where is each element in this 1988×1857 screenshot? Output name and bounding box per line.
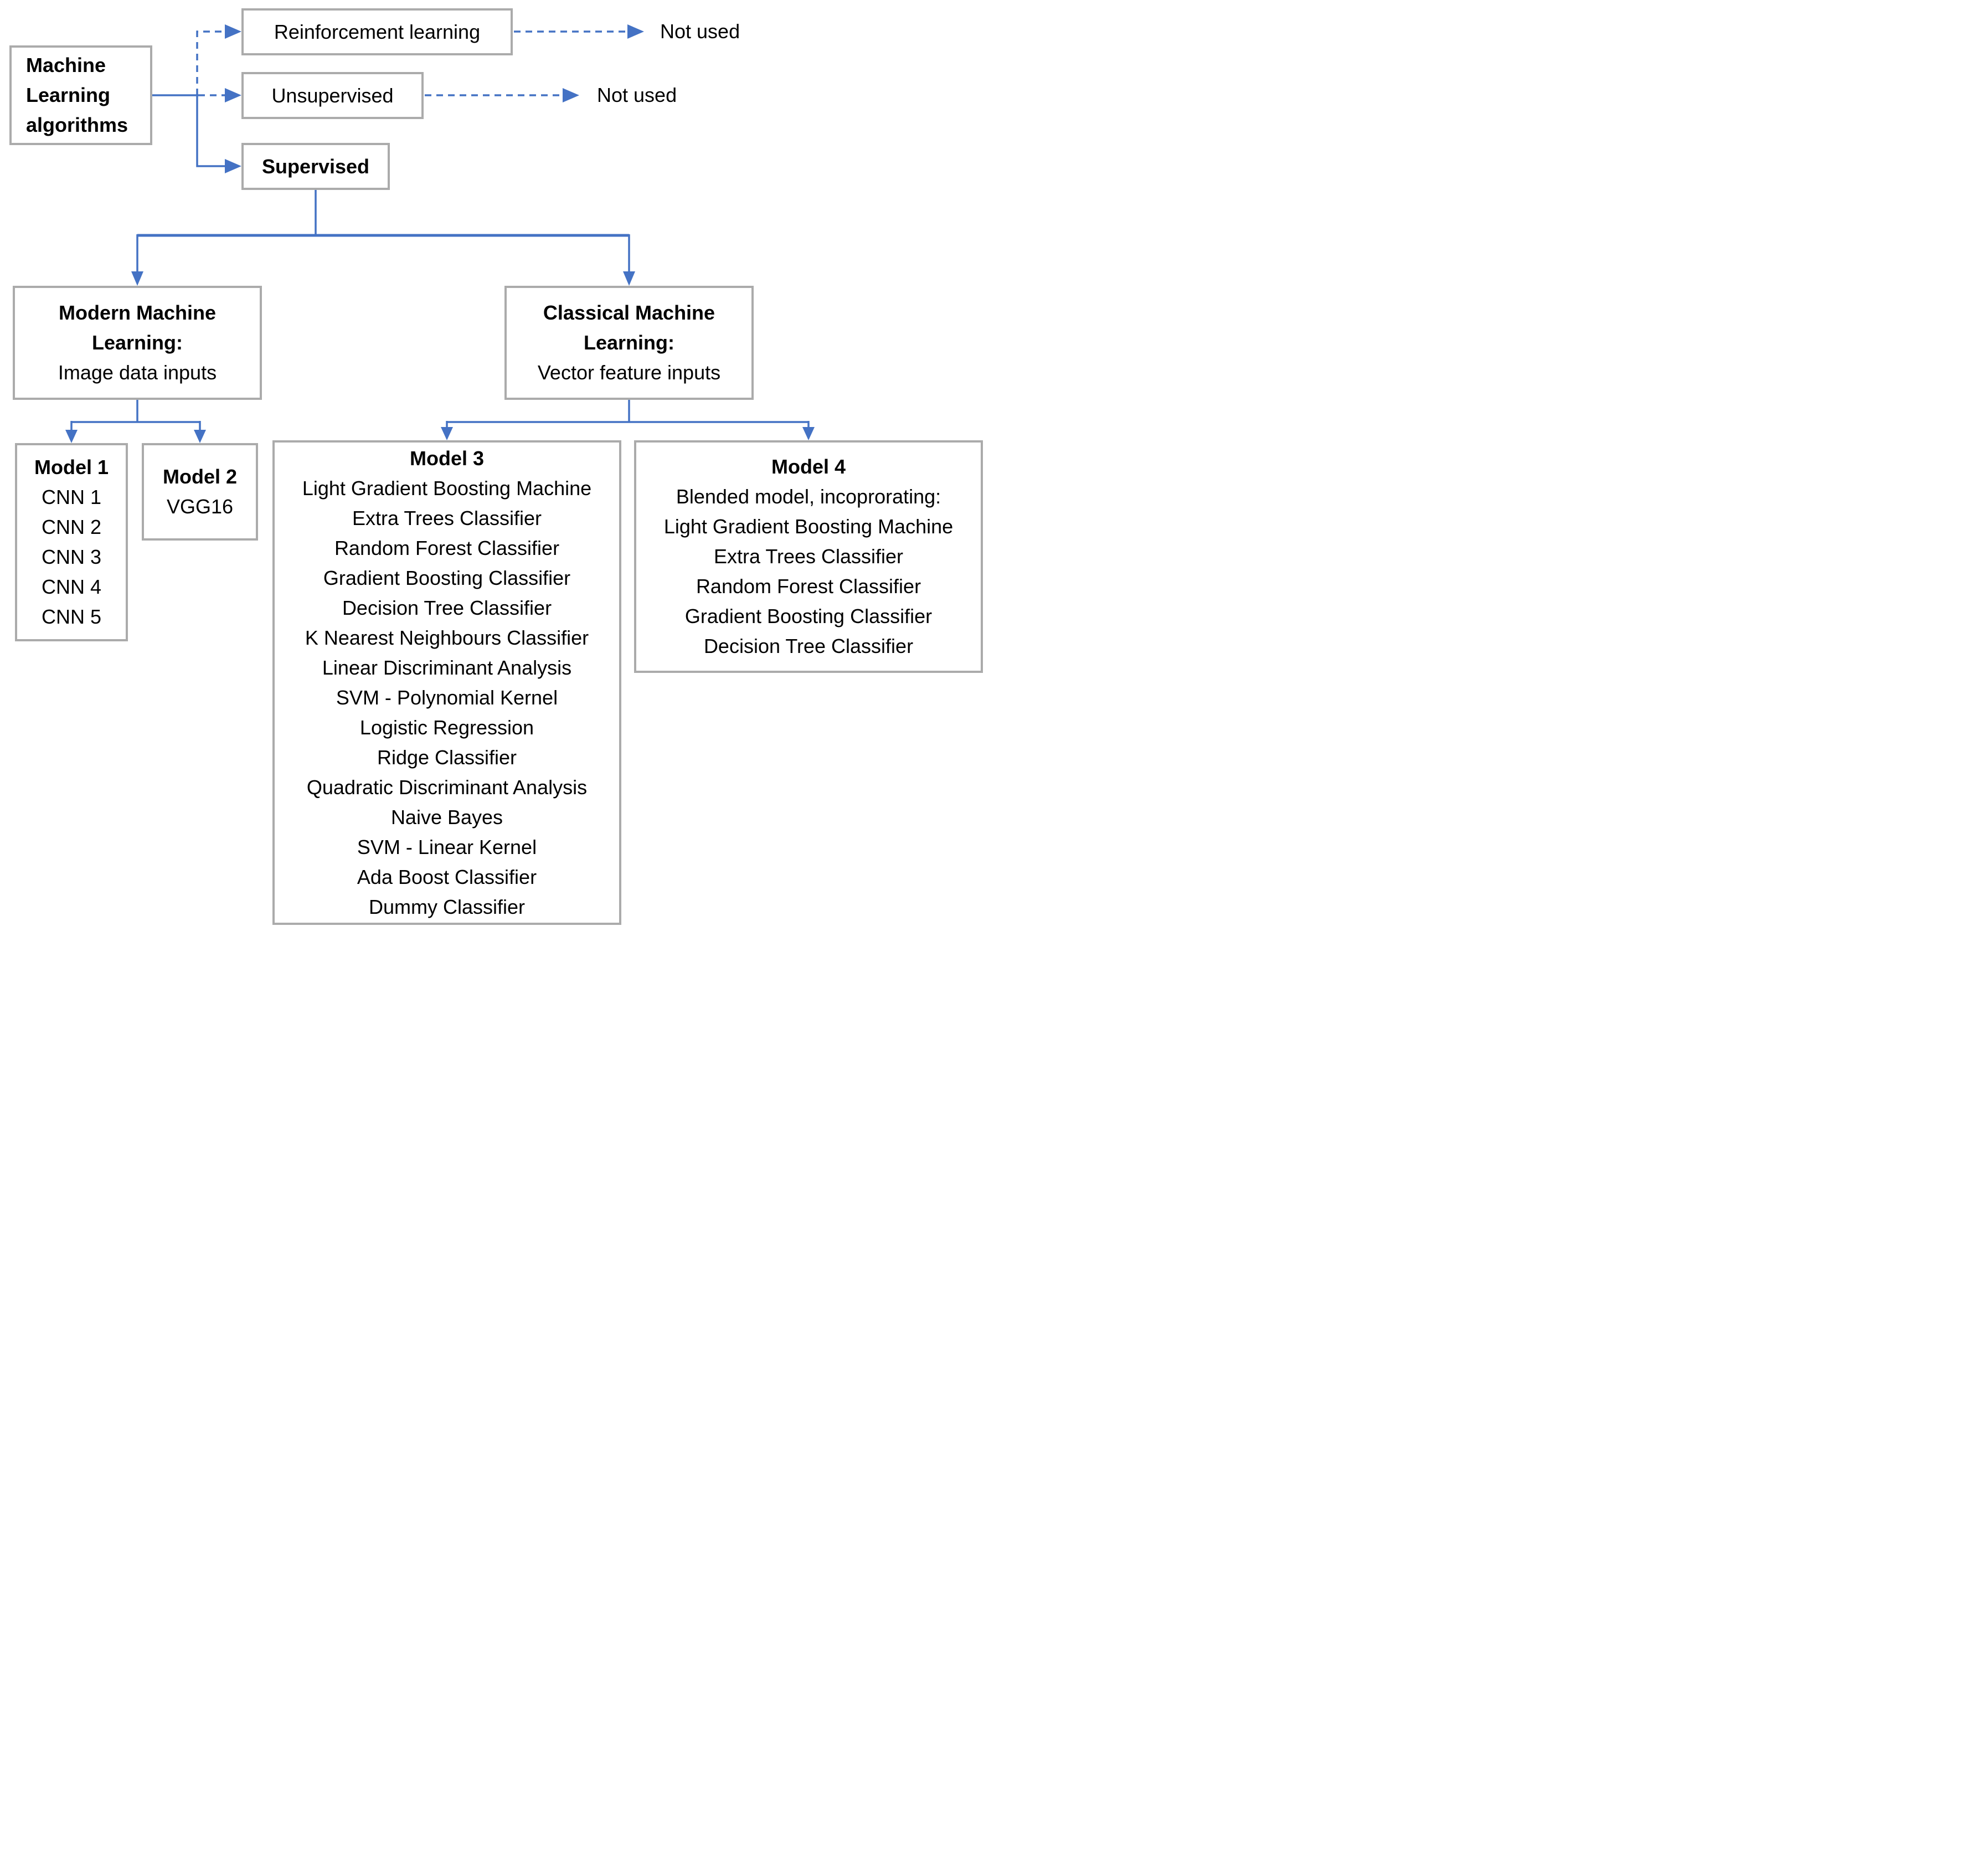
unsupervised-not-used-label: Not used	[597, 84, 677, 106]
ml-algorithms-flowchart: Machine Learning algorithms Reinforcemen…	[0, 0, 994, 929]
list-item: Ada Boost Classifier	[357, 865, 537, 888]
node-classical-machine-learning: Classical Machine Learning: Vector featu…	[504, 286, 754, 400]
unsupervised-label: Unsupervised	[271, 84, 394, 107]
list-item: CNN 2	[41, 516, 102, 538]
reinforcement-not-used-label: Not used	[660, 20, 740, 43]
edge-root-to-supervised	[196, 94, 241, 173]
reinforcement-learning-label: Reinforcement learning	[274, 20, 481, 43]
list-item: CNN 1	[41, 486, 102, 508]
list-item: Logistic Regression	[359, 716, 534, 739]
node-supervised: Supervised	[241, 143, 390, 190]
list-item: Extra Trees Classifier	[713, 545, 904, 568]
node-model-4: Model 4 Blended model, incoprorating: Lig…	[634, 440, 983, 673]
model-1-title: Model 1	[34, 456, 109, 479]
edge-reinforcement-to-not-used	[514, 24, 644, 39]
supervised-label: Supervised	[261, 155, 370, 178]
node-model-1: Model 1 CNN 1 CNN 2 CNN 3 CNN 4 CNN 5	[15, 443, 128, 641]
model-2-title: Model 2	[162, 465, 237, 488]
modern-ml-title: Modern Machine Learning:	[58, 301, 217, 354]
list-item: Extra Trees Classifier	[352, 506, 542, 529]
modern-ml-subtitle: Image data inputs	[58, 361, 217, 384]
edge-root-to-unsupervised	[198, 88, 241, 102]
list-item: CNN 4	[41, 575, 102, 598]
arrowhead	[225, 88, 241, 102]
arrowhead	[563, 88, 579, 102]
list-item: Gradient Boosting Classifier	[323, 566, 571, 589]
model-2-items: VGG16	[144, 492, 256, 522]
node-model-2: Model 2 VGG16	[142, 443, 258, 541]
arrowhead	[194, 430, 206, 443]
list-item: Light Gradient Boosting Machine	[663, 515, 954, 538]
list-item: CNN 5	[41, 605, 102, 628]
node-modern-machine-learning: Modern Machine Learning: Image data inpu…	[13, 286, 262, 400]
arrowhead	[225, 159, 241, 173]
list-item: Decision Tree Classifier	[342, 596, 552, 619]
connector-layer	[65, 24, 815, 443]
list-item: Ridge Classifier	[377, 745, 517, 769]
edge-modern-to-models	[65, 400, 206, 443]
list-item: Quadratic Discriminant Analysis	[306, 775, 588, 799]
list-item: Blended model, incoprorating:	[676, 485, 941, 508]
list-item: Random Forest Classifier	[696, 575, 921, 598]
edge-unsupervised-to-not-used	[425, 88, 579, 102]
classical-ml-title: Classical Machine Learning:	[543, 301, 715, 354]
list-item: Random Forest Classifier	[334, 536, 560, 559]
model-4-items: Blended model, incoprorating: Light Gradi…	[636, 482, 981, 661]
arrowhead	[802, 427, 815, 440]
arrowhead	[131, 271, 143, 286]
model-4-title: Model 4	[771, 455, 846, 478]
arrowhead	[627, 24, 644, 39]
list-item: K Nearest Neighbours Classifier	[305, 626, 589, 649]
edge-classical-to-models	[441, 400, 815, 440]
list-item: Dummy Classifier	[368, 895, 526, 918]
edge-root-to-reinforcement	[196, 24, 241, 95]
node-unsupervised: Unsupervised	[241, 72, 424, 119]
list-item: SVM - Linear Kernel	[357, 835, 537, 858]
edge-supervised-to-categories	[131, 190, 635, 286]
list-item: CNN 3	[41, 546, 102, 568]
list-item: Linear Discriminant Analysis	[322, 656, 572, 679]
list-item: Naive Bayes	[390, 805, 503, 829]
model-1-items: CNN 1 CNN 2 CNN 3 CNN 4 CNN 5	[17, 482, 126, 632]
list-item: Gradient Boosting Classifier	[684, 605, 933, 627]
node-reinforcement-learning: Reinforcement learning	[241, 8, 513, 55]
node-machine-learning-algorithms: Machine Learning algorithms	[9, 45, 152, 145]
machine-learning-algorithms-label: Machine Learning algorithms	[26, 54, 128, 136]
list-item: SVM - Polynomial Kernel	[336, 686, 558, 709]
arrowhead	[623, 271, 635, 286]
arrowhead	[225, 24, 241, 39]
list-item: Decision Tree Classifier	[703, 635, 914, 657]
list-item: Light Gradient Boosting Machine	[302, 476, 592, 500]
model-3-title: Model 3	[409, 446, 484, 470]
list-item: VGG16	[166, 495, 234, 518]
arrowhead	[65, 430, 78, 443]
arrowhead	[441, 427, 453, 440]
classical-ml-subtitle: Vector feature inputs	[537, 361, 721, 384]
